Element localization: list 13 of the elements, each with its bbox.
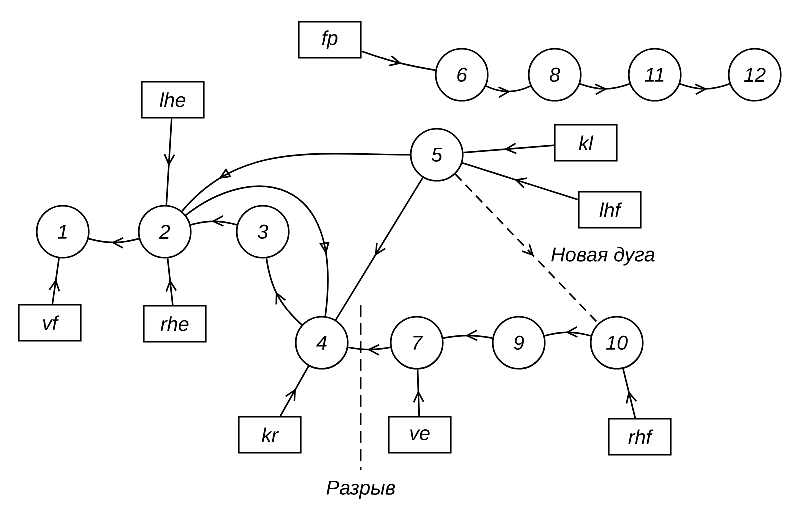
variable-box: lhf — [578, 191, 642, 229]
arrow — [182, 153, 410, 212]
variable-box: kr — [238, 416, 302, 454]
variable-box: rhe — [143, 305, 207, 343]
variable-box: kl — [554, 124, 618, 162]
variable-box: lhe — [141, 81, 205, 119]
break-label: Разрыв — [326, 481, 396, 499]
arrow — [186, 186, 330, 316]
variable-box: fp — [298, 21, 362, 59]
variable-box: vf — [18, 304, 82, 342]
edge-label: Новая дуга — [548, 245, 658, 268]
variable-box: ve — [388, 416, 452, 454]
variable-box: rhf — [608, 418, 672, 456]
